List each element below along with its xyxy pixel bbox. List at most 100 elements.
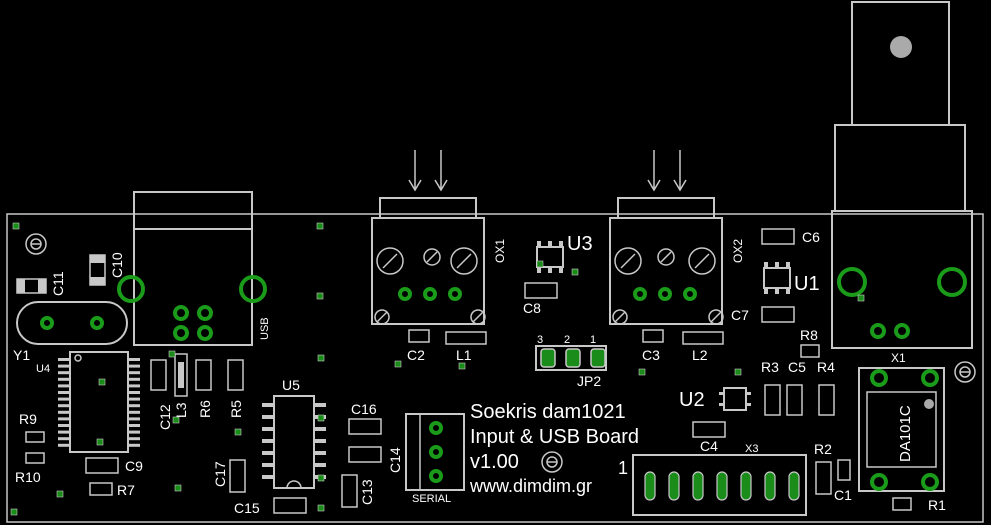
via (98, 378, 106, 386)
mounting-hole-center (541, 451, 563, 473)
ic-pin (128, 443, 140, 447)
ic-pin (262, 463, 274, 467)
via (317, 354, 325, 362)
bnc-connector (831, 1, 973, 349)
ic-pin (58, 397, 70, 401)
label-c9: C9 (125, 458, 143, 474)
label-u3: U3 (567, 233, 593, 255)
label-usb: USB (259, 317, 271, 340)
cap-c6 (761, 228, 795, 245)
label-c3: C3 (642, 347, 660, 363)
crystal-y1 (16, 301, 128, 345)
ic-pin (58, 437, 70, 441)
via (317, 414, 325, 422)
via (317, 474, 325, 482)
ic-pin (314, 403, 326, 407)
ic-pin (128, 384, 140, 388)
ic-pin (128, 417, 140, 421)
label-r10: R10 (15, 469, 41, 485)
resistor-r7 (89, 482, 113, 496)
ic-u4-pins (58, 358, 140, 447)
cap-c5 (786, 384, 803, 416)
ic-pin (262, 415, 274, 419)
label-y1: Y1 (13, 347, 30, 363)
board-website: www.dimdim.gr (469, 476, 592, 496)
label-l3: L3 (173, 402, 189, 418)
ic-u2 (719, 387, 751, 411)
label-c11: C11 (50, 271, 66, 296)
ic-u5-pins (262, 403, 326, 479)
label-da101c: DA101C (897, 405, 914, 462)
ic-pin (58, 417, 70, 421)
ic-pin (314, 427, 326, 431)
ic-pin (128, 437, 140, 441)
resistor-r9 (25, 431, 45, 443)
ic-pin (128, 430, 140, 434)
ic-pin (262, 427, 274, 431)
label-x1: X1 (891, 351, 906, 365)
cap-c7 (761, 306, 795, 323)
label-u4: U4 (36, 363, 50, 375)
toslink-ox1 (371, 150, 486, 325)
label-pin1: 1 (618, 458, 628, 478)
inductor-l1 (445, 331, 487, 345)
cap-c17 (229, 459, 246, 493)
resistor-r10 (25, 452, 45, 464)
cap-c4 (692, 421, 726, 438)
inductor-l2 (682, 331, 724, 345)
ic-pin (128, 371, 140, 375)
cap-c13 (341, 474, 358, 508)
ic-u3 (536, 241, 564, 273)
via (234, 428, 242, 436)
header-pin (764, 471, 776, 501)
via (96, 438, 104, 446)
label-jp2: JP2 (577, 373, 601, 389)
via (734, 368, 742, 376)
header-pin (788, 471, 800, 501)
ic-u5 (273, 395, 315, 489)
label-c10: C10 (109, 252, 125, 278)
ic-pin (58, 364, 70, 368)
via (168, 350, 176, 358)
label-c12: C12 (157, 404, 173, 430)
ic-pin (262, 403, 274, 407)
board-title-line2: Input & USB Board (470, 426, 639, 448)
ic-pin (58, 391, 70, 394)
resistor-r6 (195, 359, 212, 391)
ic-pin (128, 404, 140, 408)
cap-c2 (408, 329, 430, 343)
label-ox1: OX1 (493, 239, 507, 263)
via (12, 222, 20, 230)
via (536, 260, 544, 268)
cap-c1 (815, 461, 832, 495)
label-c17: C17 (212, 461, 228, 487)
ic-pin (262, 451, 274, 455)
ic-pin (314, 463, 326, 467)
ic-pin (58, 358, 70, 361)
label-c2: C2 (407, 347, 425, 363)
ic-pin (58, 430, 70, 434)
toslink-ox2 (609, 150, 724, 325)
header-pin (740, 471, 752, 501)
header-pin (644, 471, 656, 501)
via (174, 484, 182, 492)
ic-pin (128, 424, 140, 427)
header-x3 (632, 454, 807, 516)
label-c8: C8 (523, 300, 541, 316)
label-r6: R6 (197, 400, 213, 418)
label-r9: R9 (19, 411, 37, 427)
label-c13: C13 (359, 479, 375, 505)
resistor-r2 (837, 459, 851, 481)
label-l2: L2 (692, 347, 708, 363)
cap-c3 (642, 329, 664, 343)
via (56, 490, 64, 498)
label-r3: R3 (761, 359, 779, 375)
header-pin (668, 471, 680, 501)
ic-pin (58, 404, 70, 408)
ic-pin (58, 384, 70, 388)
label-jp-3: 3 (537, 334, 543, 346)
ic-pin (314, 439, 326, 443)
inductor-l3 (174, 353, 188, 397)
resistor-r3 (764, 384, 781, 416)
serial-header (405, 413, 465, 491)
